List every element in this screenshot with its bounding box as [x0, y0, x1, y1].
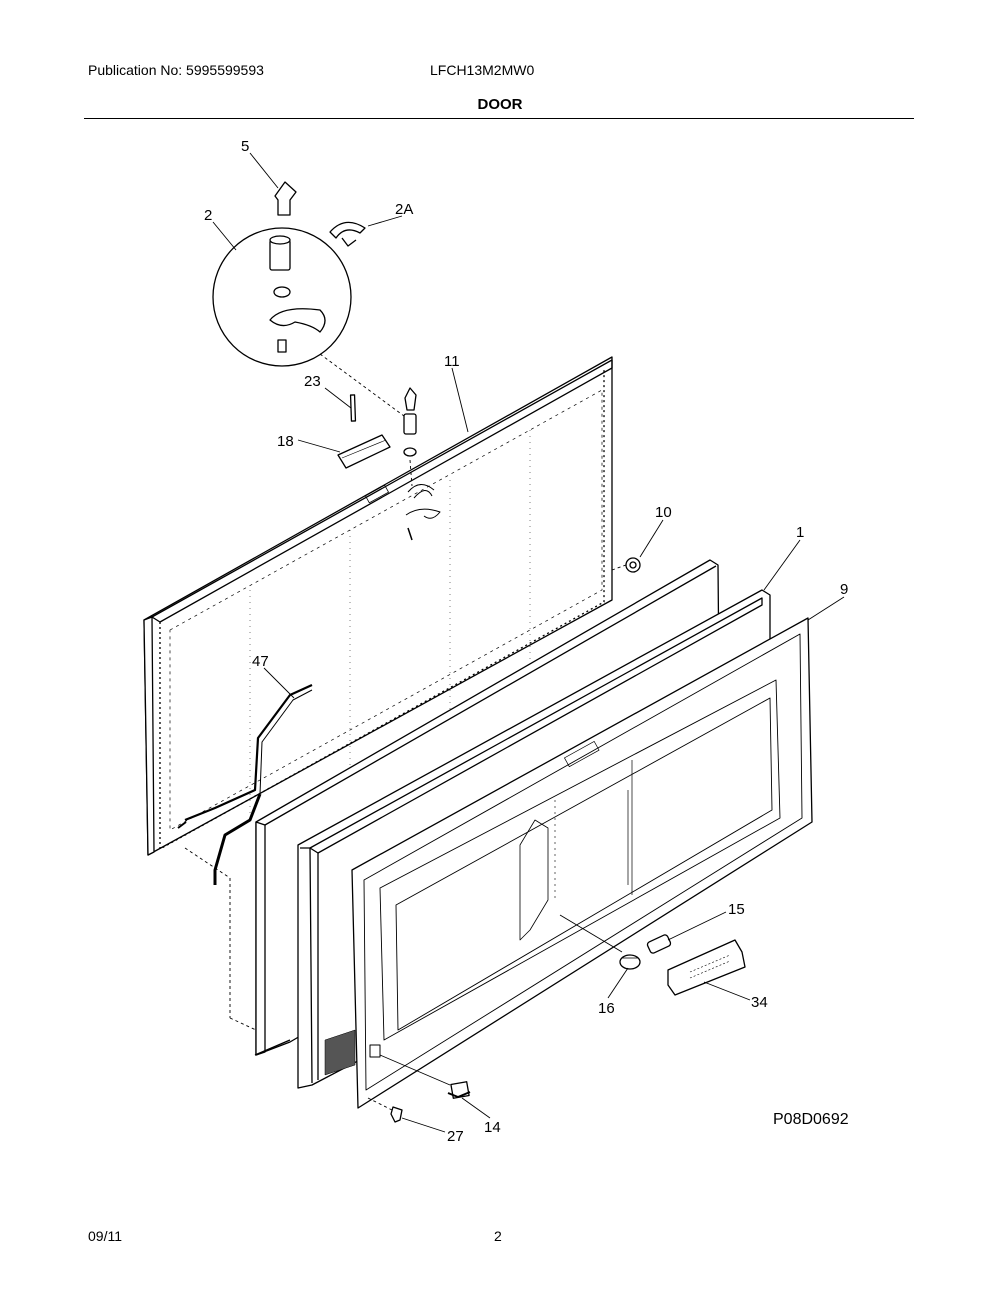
- callout-11: 11: [444, 353, 460, 370]
- callout-18: 18: [277, 433, 294, 450]
- screw-27: [390, 1106, 403, 1123]
- callout-10: 10: [655, 504, 672, 521]
- section-title: DOOR: [477, 96, 523, 113]
- light-cover: [667, 939, 746, 996]
- callout-2A: 2A: [395, 201, 413, 218]
- publication-number: Publication No: 5995599593: [88, 62, 264, 78]
- outer-door-panel: [143, 356, 613, 856]
- retaining-clip: [329, 221, 366, 247]
- light-socket-bulb: [619, 934, 672, 970]
- callout-27: 27: [447, 1128, 464, 1145]
- callout-15: 15: [728, 901, 745, 918]
- heater-wire: [177, 683, 313, 885]
- callout-23: 23: [304, 373, 321, 390]
- drawing-code: P08D0692: [773, 1111, 849, 1128]
- lock-detail-circle: [212, 227, 352, 367]
- model-number: LFCH13M2MW0: [430, 62, 535, 78]
- handle: [337, 394, 391, 469]
- callout-2: 2: [204, 207, 212, 224]
- callout-1: 1: [796, 524, 804, 541]
- callout-47: 47: [252, 653, 269, 670]
- lock-assembly: [403, 387, 441, 541]
- door-bumper: [625, 557, 641, 573]
- header-rule: [84, 118, 914, 119]
- callout-16: 16: [598, 1000, 615, 1017]
- callout-14: 14: [484, 1119, 501, 1136]
- callout-34: 34: [751, 994, 768, 1011]
- callout-5: 5: [241, 138, 249, 155]
- callout-9: 9: [840, 581, 848, 598]
- light-switch: [447, 1081, 471, 1099]
- footer-date: 09/11: [88, 1228, 122, 1244]
- leader-lines: [184, 152, 845, 1133]
- inner-door-liner: [351, 617, 813, 1109]
- page-number: 2: [494, 1228, 502, 1244]
- key: [274, 181, 297, 216]
